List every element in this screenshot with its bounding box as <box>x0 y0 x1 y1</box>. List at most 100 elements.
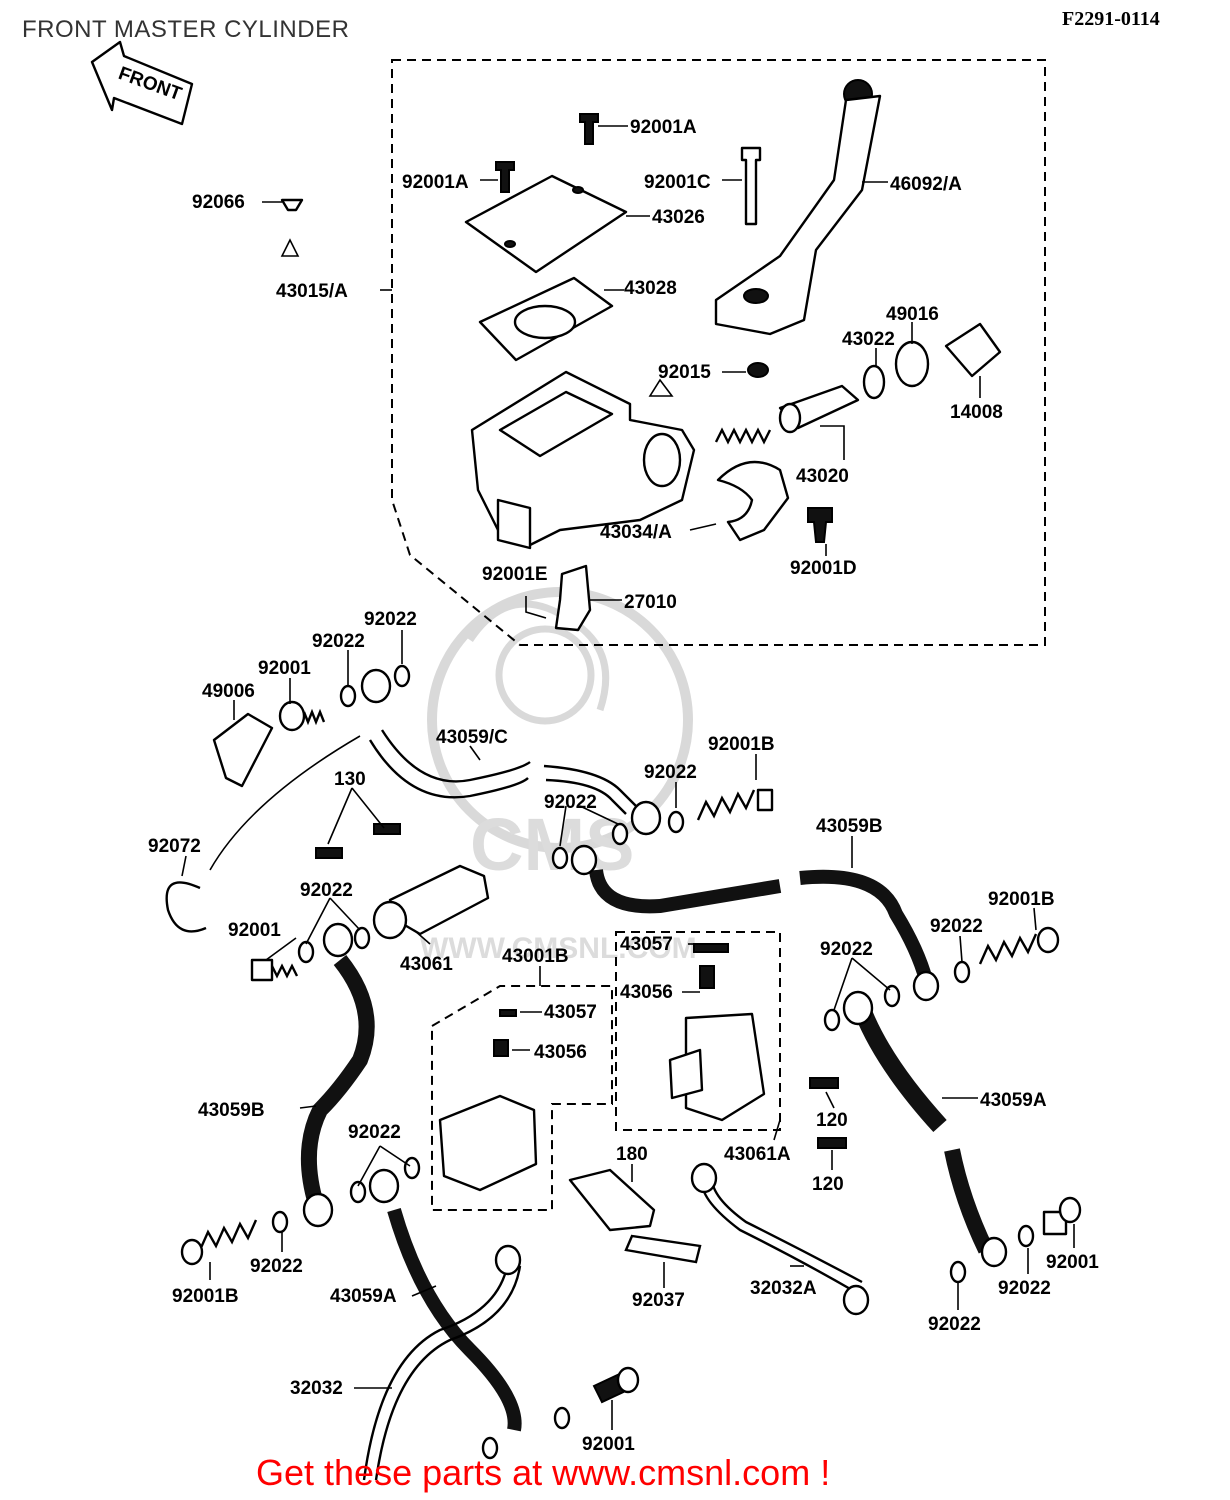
piston-spring <box>714 427 772 445</box>
reservoir-cap <box>464 174 628 274</box>
assembly-frame <box>391 59 1046 646</box>
diagram-title: FRONT MASTER CYLINDER <box>22 16 350 43</box>
callout-label: 43028 <box>624 278 677 299</box>
hose-43059b-upper <box>570 844 940 1002</box>
master-cylinder-body <box>470 370 696 550</box>
callout-label: 49016 <box>886 304 939 325</box>
callout-label: 43059A <box>980 1090 1047 1111</box>
callout-label: 43061 <box>400 954 453 975</box>
switch-27010 <box>525 564 592 632</box>
callout-labels: 92001A 92001A 92001C 46092/A 92066 43026… <box>148 117 1099 1455</box>
callout-label: 92022 <box>312 631 365 652</box>
diaphragm <box>478 276 614 362</box>
washer-92022-mid <box>551 810 685 870</box>
callout-label: 180 <box>616 1144 648 1165</box>
callout-label: 43059A <box>330 1286 397 1307</box>
callout-label: 43059/C <box>436 727 508 748</box>
callout-label: 32032 <box>290 1378 343 1399</box>
callout-label: 92001 <box>258 658 311 679</box>
valve-43001b <box>438 1009 538 1192</box>
washer-92022-upper-a <box>339 684 357 708</box>
callout-label: 49006 <box>202 681 255 702</box>
bolts-120 <box>809 1077 847 1149</box>
callout-label: 92022 <box>544 792 597 813</box>
callout-label: 46092/A <box>890 174 962 195</box>
callout-label: 92001C <box>644 172 711 193</box>
callout-label: 92001A <box>402 172 469 193</box>
brake-lever <box>714 79 882 336</box>
bracket-180 <box>568 1168 656 1232</box>
front-direction-arrow: FRONT <box>90 40 194 126</box>
clip-92072 <box>165 735 361 933</box>
boot-49006 <box>212 712 274 788</box>
callout-label: 43056 <box>620 982 673 1003</box>
callout-label: 43034/A <box>600 522 672 543</box>
screw-92001a-top <box>579 113 599 145</box>
hose-43059a-lower <box>349 1156 522 1432</box>
clip-92037 <box>624 1234 702 1264</box>
banjo-upper <box>360 668 392 704</box>
callout-label: 43022 <box>842 329 895 350</box>
callout-label: 92066 <box>192 192 245 213</box>
boot-14008 <box>944 322 1002 378</box>
clamp-43034a <box>716 460 790 542</box>
pivot-bolt-92001c <box>740 146 762 226</box>
callout-label: 27010 <box>624 592 677 613</box>
pipe-32032a <box>690 1162 870 1316</box>
piston-43020 <box>778 384 860 434</box>
callout-label: 43001B <box>502 946 569 967</box>
pipe-32032 <box>362 1244 522 1481</box>
callout-label: 92022 <box>300 880 353 901</box>
watermark-url: WWW.CMSNL.COM <box>420 932 697 965</box>
bolt-92001-upper <box>278 700 326 732</box>
hose-43059a-right <box>823 984 1008 1268</box>
callout-label: 92022 <box>250 1256 303 1277</box>
bolt-92001b-upper <box>696 788 774 821</box>
callout-label: 43020 <box>796 466 849 487</box>
callout-label: 92022 <box>364 609 417 630</box>
callout-label: 43015/A <box>276 281 348 302</box>
cap-92066 <box>280 198 304 257</box>
callout-label: 92001B <box>708 734 775 755</box>
callout-label: 92037 <box>632 1290 685 1311</box>
callout-label: 14008 <box>950 402 1003 423</box>
promo-link[interactable]: Get these parts at www.cmsnl.com ! <box>256 1452 831 1493</box>
callout-label: 92001E <box>482 564 548 585</box>
callout-label: 43057 <box>620 934 673 955</box>
hose-43059c <box>368 729 662 836</box>
valve-frame-43001b <box>431 985 613 1211</box>
callout-label: 43059B <box>198 1100 265 1121</box>
callout-label: 92022 <box>998 1278 1051 1299</box>
bolt-92001-lower-right <box>949 1196 1082 1284</box>
callout-label: 130 <box>334 769 366 790</box>
callout-label: 92001 <box>582 1434 635 1455</box>
callout-label: 92001A <box>630 117 697 138</box>
callout-label: 43059B <box>816 816 883 837</box>
bolt-92001b-lower-left <box>180 1210 289 1266</box>
seal-49016 <box>894 340 930 388</box>
callout-label: 43057 <box>544 1002 597 1023</box>
callout-label: 92001 <box>1046 1252 1099 1273</box>
bolt-92001-bottom <box>481 1366 640 1460</box>
callout-label: 32032A <box>750 1278 817 1299</box>
callout-label: 92022 <box>928 1314 981 1335</box>
bolt-92001b-right <box>953 926 1060 984</box>
joint-43061 <box>315 823 490 940</box>
diagram-code: F2291-0114 <box>1062 8 1160 30</box>
callout-label: 92001D <box>790 558 857 579</box>
washer-92022-upper-b <box>393 664 411 688</box>
callout-label: 120 <box>812 1174 844 1195</box>
callout-label: 92072 <box>148 836 201 857</box>
callout-label: 92022 <box>644 762 697 783</box>
callout-label: 92001B <box>988 889 1055 910</box>
callout-label: 92001 <box>228 920 281 941</box>
callout-label: 92015 <box>658 362 711 383</box>
screw-92001a-left <box>495 161 515 193</box>
callout-label: 43056 <box>534 1042 587 1063</box>
callout-label: 92022 <box>348 1122 401 1143</box>
callout-label: 43026 <box>652 207 705 228</box>
bolt-92001d <box>807 507 833 543</box>
bolt-92001-lower-left <box>250 926 371 982</box>
